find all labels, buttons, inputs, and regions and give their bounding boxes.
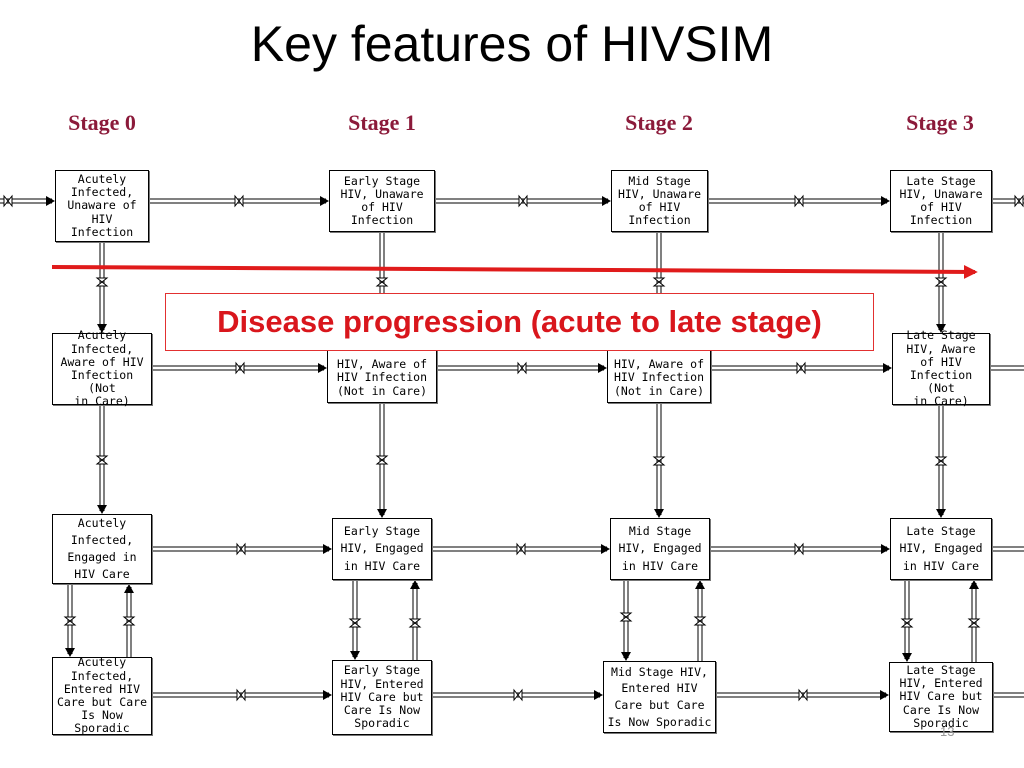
- flow-late-reengage: [967, 580, 981, 662]
- box-acute-aware: Acutely Infected, Aware of HIV Infection…: [52, 329, 152, 408]
- disease-progression-callout: Disease progression (acute to late stage…: [165, 293, 874, 351]
- flow-early-dropout: [348, 580, 362, 660]
- flow-mid-reengage: [693, 580, 707, 661]
- box-early-sporadic: Early Stage HIV, Entered HIV Care but Ca…: [332, 660, 432, 735]
- flow-mid-to-late-unaware: [708, 194, 890, 208]
- box-late-aware: Late Stage HIV, Aware of HIV Infection (…: [892, 329, 990, 408]
- flow-arrows: [0, 194, 1024, 702]
- stage-3-label: Stage 3: [906, 110, 974, 135]
- stage-2-label: Stage 2: [625, 110, 693, 135]
- flow-early-to-mid-aware: [437, 361, 607, 375]
- box-mid-sporadic: Mid Stage HIV, Entered HIV Care but Care…: [603, 661, 716, 733]
- slide-title: Key features of HIVSIM: [250, 16, 774, 72]
- box-acute-sporadic: Acutely Infected, Entered HIV Care but C…: [52, 656, 152, 735]
- box-acute-engaged: Acutely Infected, Engaged in HIV Care: [52, 514, 152, 584]
- flow-mid-to-late-aware: [711, 361, 892, 375]
- stage-0-label: Stage 0: [68, 110, 136, 135]
- flow-mid-dropout: [619, 580, 633, 661]
- box-mid-unaware: Mid Stage HIV, Unaware of HIV Infection: [611, 170, 708, 232]
- box-early-engaged: Early Stage HIV, Engaged in HIV Care: [332, 518, 432, 580]
- flow-early-to-mid-sporadic: [432, 688, 603, 702]
- page-number: 13: [940, 724, 955, 739]
- flow-mid-to-late-sporadic: [716, 688, 889, 702]
- box-early-unaware: Early Stage HIV, Unaware of HIV Infectio…: [329, 170, 435, 232]
- flow-early-linkage: [375, 403, 389, 518]
- flow-acute-to-early-sporadic: [152, 688, 332, 702]
- progression-arrow: [51, 264, 978, 279]
- flow-early-to-mid-engaged: [432, 542, 610, 556]
- stage-1-label: Stage 1: [348, 110, 416, 135]
- flow-late-linkage: [934, 405, 948, 518]
- flow-acute-reengage: [122, 584, 136, 657]
- box-late-unaware: Late Stage HIV, Unaware of HIV Infection: [890, 170, 992, 232]
- flow-acute-diagnosis: [95, 242, 109, 333]
- box-late-sporadic: Late Stage HIV, Entered HIV Care but Car…: [889, 662, 993, 732]
- box-acute-unaware: Acutely Infected, Unaware of HIV Infecti…: [55, 170, 149, 242]
- flow-early-to-mid-unaware: [435, 194, 611, 208]
- flow-mid-linkage: [652, 403, 666, 518]
- flow-acute-to-early-unaware: [149, 194, 329, 208]
- box-mid-engaged: Mid Stage HIV, Engaged in HIV Care: [610, 518, 710, 580]
- flow-acute-linkage: [95, 405, 109, 514]
- flow-late-dropout: [900, 580, 914, 662]
- flow-acute-to-early-engaged: [152, 542, 332, 556]
- box-late-engaged: Late Stage HIV, Engaged in HIV Care: [890, 518, 992, 580]
- flow-inflow-acute: [0, 194, 55, 208]
- edge-valve-icon: [1014, 194, 1024, 208]
- flow-acute-to-early-aware: [152, 361, 327, 375]
- flow-mid-to-late-engaged: [710, 542, 890, 556]
- flow-late-diagnosis: [934, 232, 948, 333]
- flow-acute-dropout: [63, 584, 77, 657]
- flow-early-reengage: [408, 580, 422, 660]
